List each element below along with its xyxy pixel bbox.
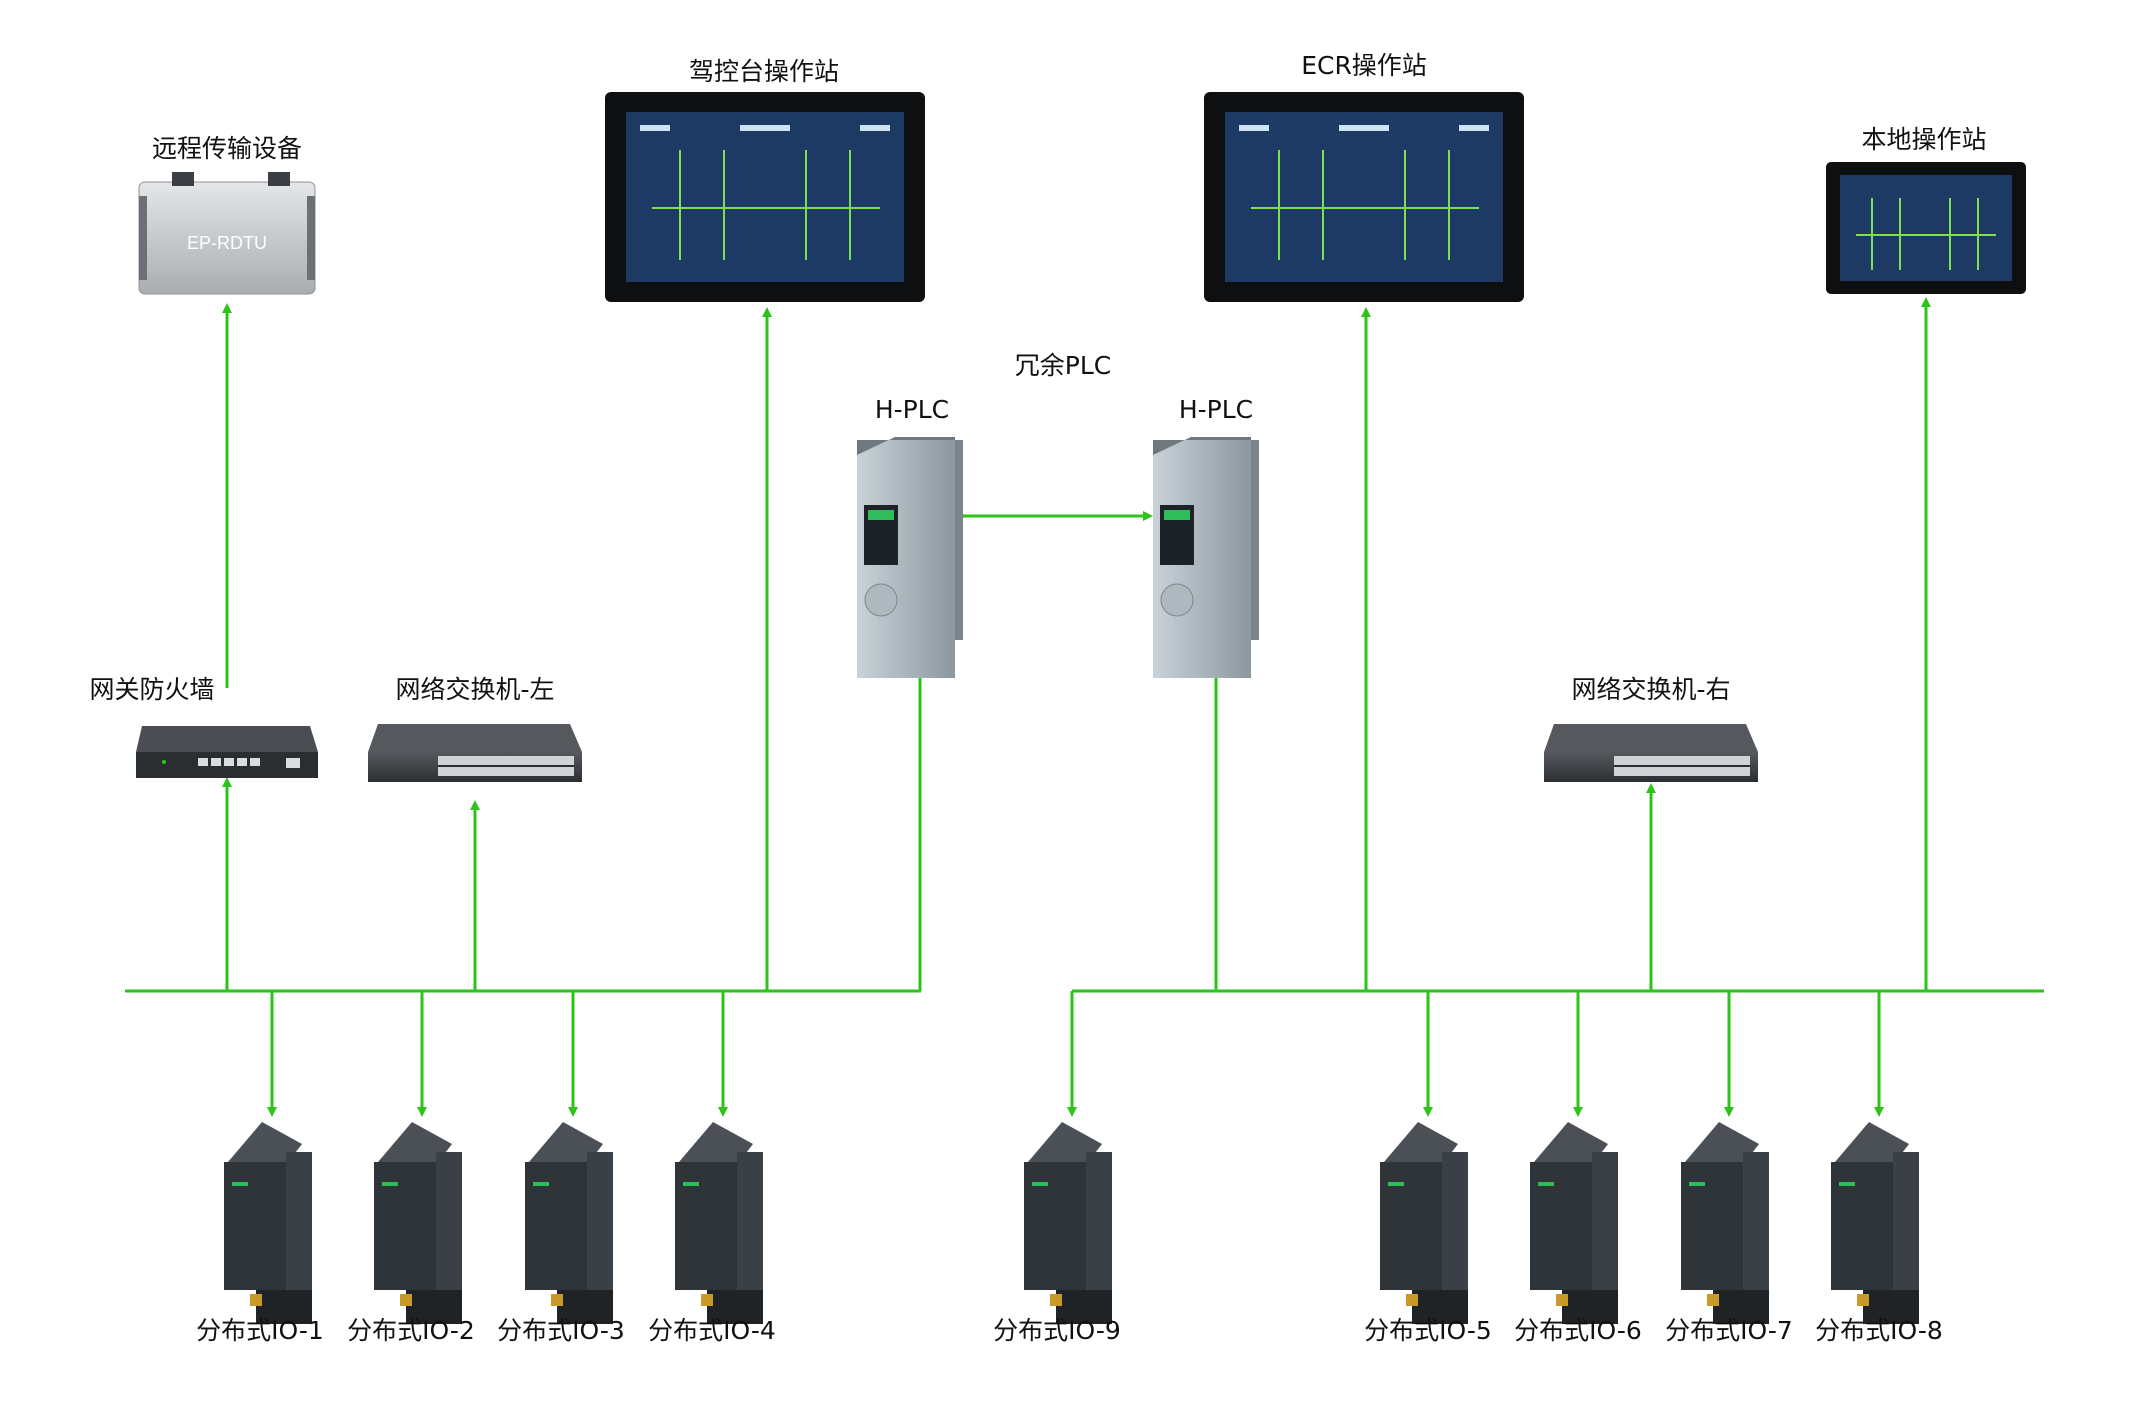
io-modules (224, 1122, 1919, 1324)
rdtu-device-label: EP-RDTU (187, 233, 267, 253)
local-station-monitor (1826, 162, 2026, 294)
label-hplc-right: H-PLC (1179, 395, 1253, 424)
switch-right-device (1544, 724, 1758, 782)
hplc-left-device (857, 437, 963, 678)
label-ecr-station: ECR操作站 (1301, 51, 1427, 80)
io-module-4 (675, 1122, 763, 1324)
label-io-8: 分布式IO-8 (1815, 1316, 1943, 1345)
switch-left-device (368, 724, 582, 782)
hplc-right-device (1153, 437, 1259, 678)
label-switch-right: 网络交换机-右 (1571, 675, 1730, 704)
label-io-2: 分布式IO-2 (347, 1316, 475, 1345)
bridge-station-monitor (605, 92, 925, 302)
label-io-4: 分布式IO-4 (648, 1316, 776, 1345)
label-io-9: 分布式IO-9 (993, 1316, 1121, 1345)
label-switch-left: 网络交换机-左 (395, 675, 554, 704)
io-module-6 (1530, 1122, 1618, 1324)
label-bridge-station: 驾控台操作站 (689, 57, 839, 86)
label-local-station: 本地操作站 (1861, 125, 1986, 154)
io-module-3 (525, 1122, 613, 1324)
label-io-7: 分布式IO-7 (1665, 1316, 1793, 1345)
io-module-2 (374, 1122, 462, 1324)
ecr-station-monitor (1204, 92, 1524, 302)
label-redundant-plc: 冗余PLC (1015, 351, 1111, 380)
label-io-5: 分布式IO-5 (1364, 1316, 1492, 1345)
io-module-8 (1831, 1122, 1919, 1324)
label-io-3: 分布式IO-3 (497, 1316, 625, 1345)
firewall-device (136, 726, 318, 778)
label-firewall: 网关防火墙 (89, 675, 214, 704)
label-remote-device: 远程传输设备 (152, 134, 302, 163)
io-module-1 (224, 1122, 312, 1324)
remote-rdtu-device: EP-RDTU (138, 172, 316, 295)
io-module-9 (1024, 1122, 1112, 1324)
io-module-5 (1380, 1122, 1468, 1324)
label-io-6: 分布式IO-6 (1514, 1316, 1642, 1345)
label-io-1: 分布式IO-1 (196, 1316, 324, 1345)
io-module-7 (1681, 1122, 1769, 1324)
network-links (125, 297, 2044, 1117)
label-hplc-left: H-PLC (875, 395, 949, 424)
